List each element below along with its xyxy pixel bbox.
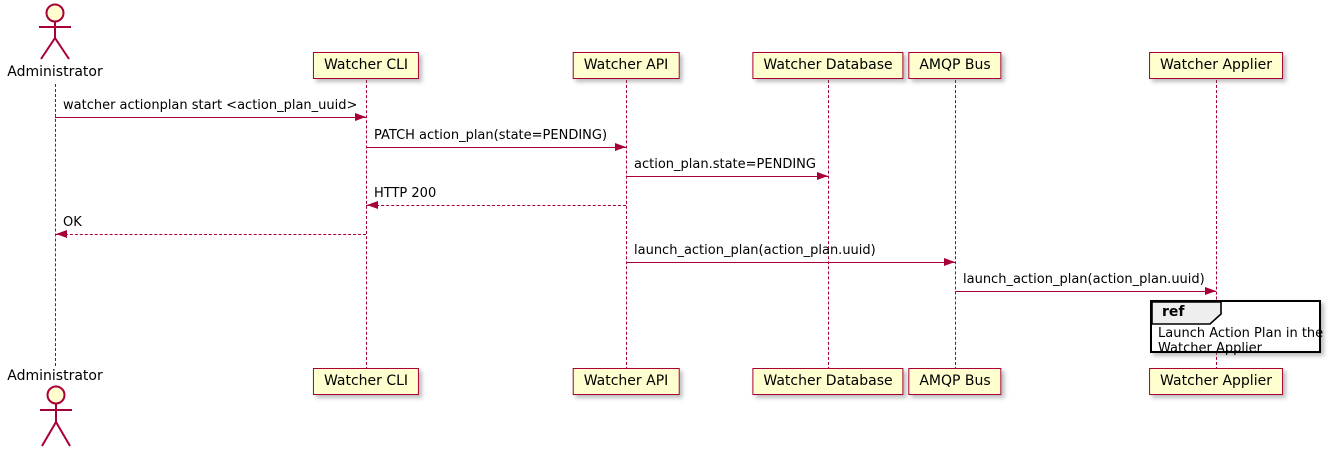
ref-text-line2: Watcher Applier	[1158, 341, 1262, 356]
message-label: launch_action_plan(action_plan.uuid)	[634, 243, 876, 258]
message-label: launch_action_plan(action_plan.uuid)	[963, 272, 1205, 287]
message-line	[955, 291, 1216, 292]
message-line	[626, 176, 828, 177]
participant-box-bottom: Watcher CLI	[312, 368, 420, 395]
participant-box-top: Watcher Applier	[1149, 52, 1283, 79]
actor-label-top: Administrator	[7, 64, 103, 80]
participant-box-bottom: Watcher API	[572, 368, 680, 395]
participant-box-top: Watcher CLI	[312, 52, 420, 79]
lifeline	[828, 80, 829, 370]
actor-label-bottom: Administrator	[7, 368, 103, 384]
participant-box-top: AMQP Bus	[908, 52, 1002, 79]
participant-box-bottom: AMQP Bus	[908, 368, 1002, 395]
arrowhead-icon	[56, 230, 67, 238]
participant-box-top: Watcher API	[572, 52, 680, 79]
ref-fragment: ref Launch Action Plan in the Watcher Ap…	[1150, 300, 1324, 356]
lifeline	[626, 80, 627, 370]
actor-stick-figure-icon	[40, 385, 72, 447]
message-line	[626, 262, 955, 263]
message-label: HTTP 200	[374, 186, 437, 201]
arrowhead-icon	[615, 143, 626, 151]
arrowhead-icon	[944, 258, 955, 266]
lifeline	[955, 80, 956, 370]
lifeline	[366, 80, 367, 370]
participant-box-bottom: Watcher Database	[752, 368, 904, 395]
message-line	[55, 117, 366, 118]
participant-box-bottom: Watcher Applier	[1149, 368, 1283, 395]
message-label: OK	[63, 215, 82, 230]
message-label: watcher actionplan start <action_plan_uu…	[63, 98, 358, 113]
actor-figure-top	[33, 2, 77, 66]
message-line	[366, 205, 626, 206]
message-label: action_plan.state=PENDING	[634, 157, 816, 172]
lifeline	[1216, 80, 1217, 370]
ref-text-line1: Launch Action Plan in the	[1158, 326, 1324, 341]
actor-stick-figure-icon	[39, 3, 71, 60]
actor-figure-bottom	[34, 384, 78, 456]
message-label: PATCH action_plan(state=PENDING)	[374, 128, 608, 143]
arrowhead-icon	[367, 201, 378, 209]
arrowhead-icon	[355, 113, 366, 121]
participant-box-top: Watcher Database	[752, 52, 904, 79]
arrowhead-icon	[817, 172, 828, 180]
ref-tab-pentagon-icon	[1151, 301, 1222, 325]
arrowhead-icon	[1205, 287, 1216, 295]
ref-keyword: ref	[1162, 304, 1185, 320]
lifeline	[55, 84, 56, 366]
message-line	[55, 234, 366, 235]
message-line	[366, 147, 626, 148]
